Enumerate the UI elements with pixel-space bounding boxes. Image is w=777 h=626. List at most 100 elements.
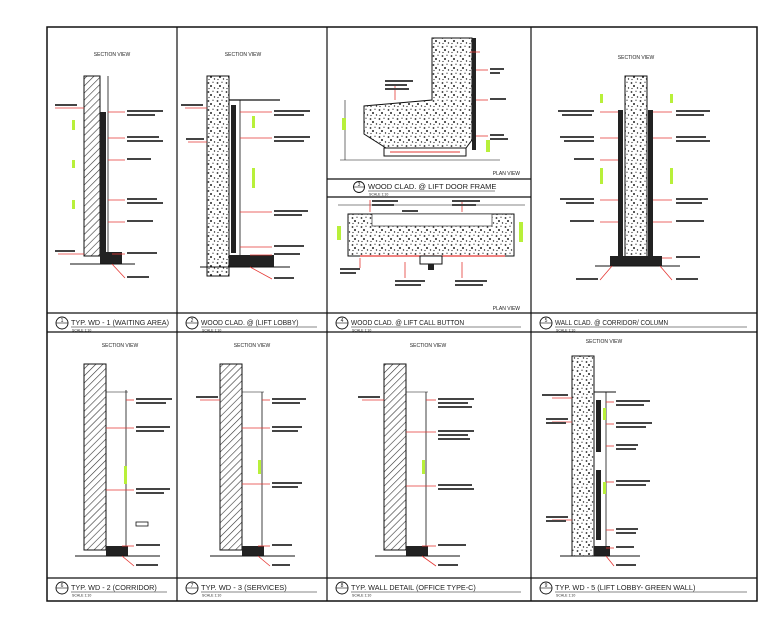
masonry-wall <box>383 363 407 551</box>
title-number: 6 <box>61 583 64 589</box>
detail-title: WALL CLAD. @ CORRIDOR/ COLUMN <box>555 318 668 327</box>
detail-panel-9: SECTION VIEW <box>542 339 652 567</box>
detail-title: WOOD CLAD. @ (LIFT LOBBY) <box>201 318 299 327</box>
scale-label: SCALE 1:10 <box>556 329 575 333</box>
annotation-leaders <box>55 107 126 279</box>
plan-view-label: PLAN VIEW <box>493 306 521 312</box>
detail-panel-3: PLAN VIEW <box>340 37 521 177</box>
title-block-6: 6 TYP. WD - 2 (CORRIDOR) SCALE 1:10 <box>55 581 167 598</box>
frame-trim <box>472 38 476 150</box>
detail-title: TYP. WD - 1 (WAITING AREA) <box>71 318 169 327</box>
concrete-wall <box>206 75 230 277</box>
skirting-base <box>106 546 128 556</box>
title-number: 5 <box>545 318 548 324</box>
detail-title: WOOD CLAD. @ LIFT CALL BUTTON <box>351 318 464 327</box>
section-view-label: SECTION VIEW <box>225 52 262 58</box>
title-number: 7 <box>191 583 194 589</box>
accent-marker <box>486 140 490 152</box>
section-view-label: SECTION VIEW <box>586 339 623 345</box>
scale-label: SCALE 1:10 <box>72 594 91 598</box>
title-block-9: 9 TYP. WD - 5 (LIFT LOBBY- GREEN WALL) SCA… <box>539 581 747 598</box>
accent-marker <box>252 168 255 188</box>
detail-title: TYP. WD - 5 (LIFT LOBBY- GREEN WALL) <box>555 583 696 592</box>
accent-marker <box>72 160 75 168</box>
title-number: 1 <box>61 318 64 324</box>
detail-title: TYP. WALL DETAIL (OFFICE TYPE-C) <box>351 583 476 592</box>
accent-marker <box>72 120 75 130</box>
skirting-base <box>406 546 428 556</box>
green-wall-panel <box>596 400 601 452</box>
column-core <box>624 75 648 267</box>
scale-label: SCALE 1:10 <box>352 329 371 333</box>
skirting-base <box>229 255 274 267</box>
detail-title: WOOD CLAD. @ LIFT DOOR FRAME <box>368 182 496 191</box>
accent-marker <box>422 460 425 474</box>
section-view-label: SECTION VIEW <box>102 343 139 349</box>
skirting-base <box>100 252 122 264</box>
section-view-label: SECTION VIEW <box>618 55 655 61</box>
scale-label: SCALE 1:10 <box>352 594 371 598</box>
detail-panel-6: SECTION VIEW <box>75 343 172 567</box>
title-block-8: 8 TYP. WALL DETAIL (OFFICE TYPE-C) SCALE 1… <box>335 581 521 598</box>
title-block-4: 4 WOOD CLAD. @ LIFT CALL BUTTON SCALE 1:10 <box>335 316 521 333</box>
wood-cladding <box>100 112 106 252</box>
concrete-wall <box>571 355 595 557</box>
section-view-label: SECTION VIEW <box>234 343 271 349</box>
sheet-border <box>46 26 758 602</box>
scale-label: SCALE 1:10 <box>556 594 575 598</box>
accent-marker <box>670 94 673 103</box>
scale-label: SCALE 1:10 <box>202 329 221 333</box>
section-view-label: SECTION VIEW <box>94 52 131 58</box>
detail-panel-1: SECTION VIEW <box>55 52 163 279</box>
section-view-label: SECTION VIEW <box>410 343 447 349</box>
title-number: 4 <box>341 318 344 324</box>
title-block-1: 1 TYP. WD - 1 (WAITING AREA) SCALE 1:10 <box>55 316 169 333</box>
wood-cladding <box>618 110 623 256</box>
masonry-wall <box>83 75 101 257</box>
green-wall-panel <box>596 470 601 540</box>
accent-marker <box>124 466 127 484</box>
accent-marker <box>603 482 606 494</box>
detail-panel-7: SECTION VIEW <box>196 343 306 567</box>
skirting-base <box>242 546 264 556</box>
accent-marker <box>670 168 673 184</box>
shaft-void <box>371 213 493 227</box>
title-block-2: 2 WOOD CLAD. @ (LIFT LOBBY) SCALE 1:10 <box>185 316 317 333</box>
title-number: 8 <box>341 583 344 589</box>
scale-label: SCALE 1:10 <box>369 193 388 197</box>
title-block-5: 5 WALL CLAD. @ CORRIDOR/ COLUMN SCALE 1:10 <box>539 316 747 333</box>
accent-marker <box>72 200 75 209</box>
door-frame-mass <box>363 37 473 149</box>
accent-marker <box>252 116 255 128</box>
title-number: 9 <box>545 583 548 589</box>
detail-title: TYP. WD - 2 (CORRIDOR) <box>71 583 157 592</box>
detail-panel-5: SECTION VIEW <box>558 55 710 281</box>
detail-panel-4: PLAN VIEW <box>337 200 525 312</box>
title-block-3: 3 WOOD CLAD. @ LIFT DOOR FRAME SCALE 1:1… <box>353 181 496 197</box>
masonry-wall <box>83 363 107 551</box>
wood-cladding <box>648 110 653 256</box>
accent-marker <box>342 118 346 130</box>
accent-marker <box>603 408 606 420</box>
wood-cladding <box>231 105 236 253</box>
accent-marker <box>600 94 603 103</box>
plan-view-label: PLAN VIEW <box>493 171 521 177</box>
panel-grid <box>47 27 757 601</box>
accent-marker <box>337 226 341 240</box>
title-blocks: 1 TYP. WD - 1 (WAITING AREA) SCALE 1:10 2 WO… <box>55 316 747 598</box>
accent-marker <box>519 222 523 242</box>
detail-title: TYP. WD - 3 (SERVICES) <box>201 583 287 592</box>
scale-label: SCALE 1:10 <box>202 594 221 598</box>
skirting-base <box>610 256 662 266</box>
detail-panel-8: SECTION VIEW <box>358 343 474 567</box>
title-number: 3 <box>358 182 361 188</box>
scale-label: SCALE 1:10 <box>72 329 91 333</box>
title-number: 2 <box>191 318 194 324</box>
call-button-box <box>419 255 443 265</box>
accent-marker <box>258 460 261 474</box>
skirting-base <box>594 546 610 556</box>
detail-panel-2: SECTION VIEW <box>181 52 310 280</box>
accent-marker <box>600 168 603 184</box>
title-block-7: 7 TYP. WD - 3 (SERVICES) SCALE 1:10 <box>185 581 317 598</box>
